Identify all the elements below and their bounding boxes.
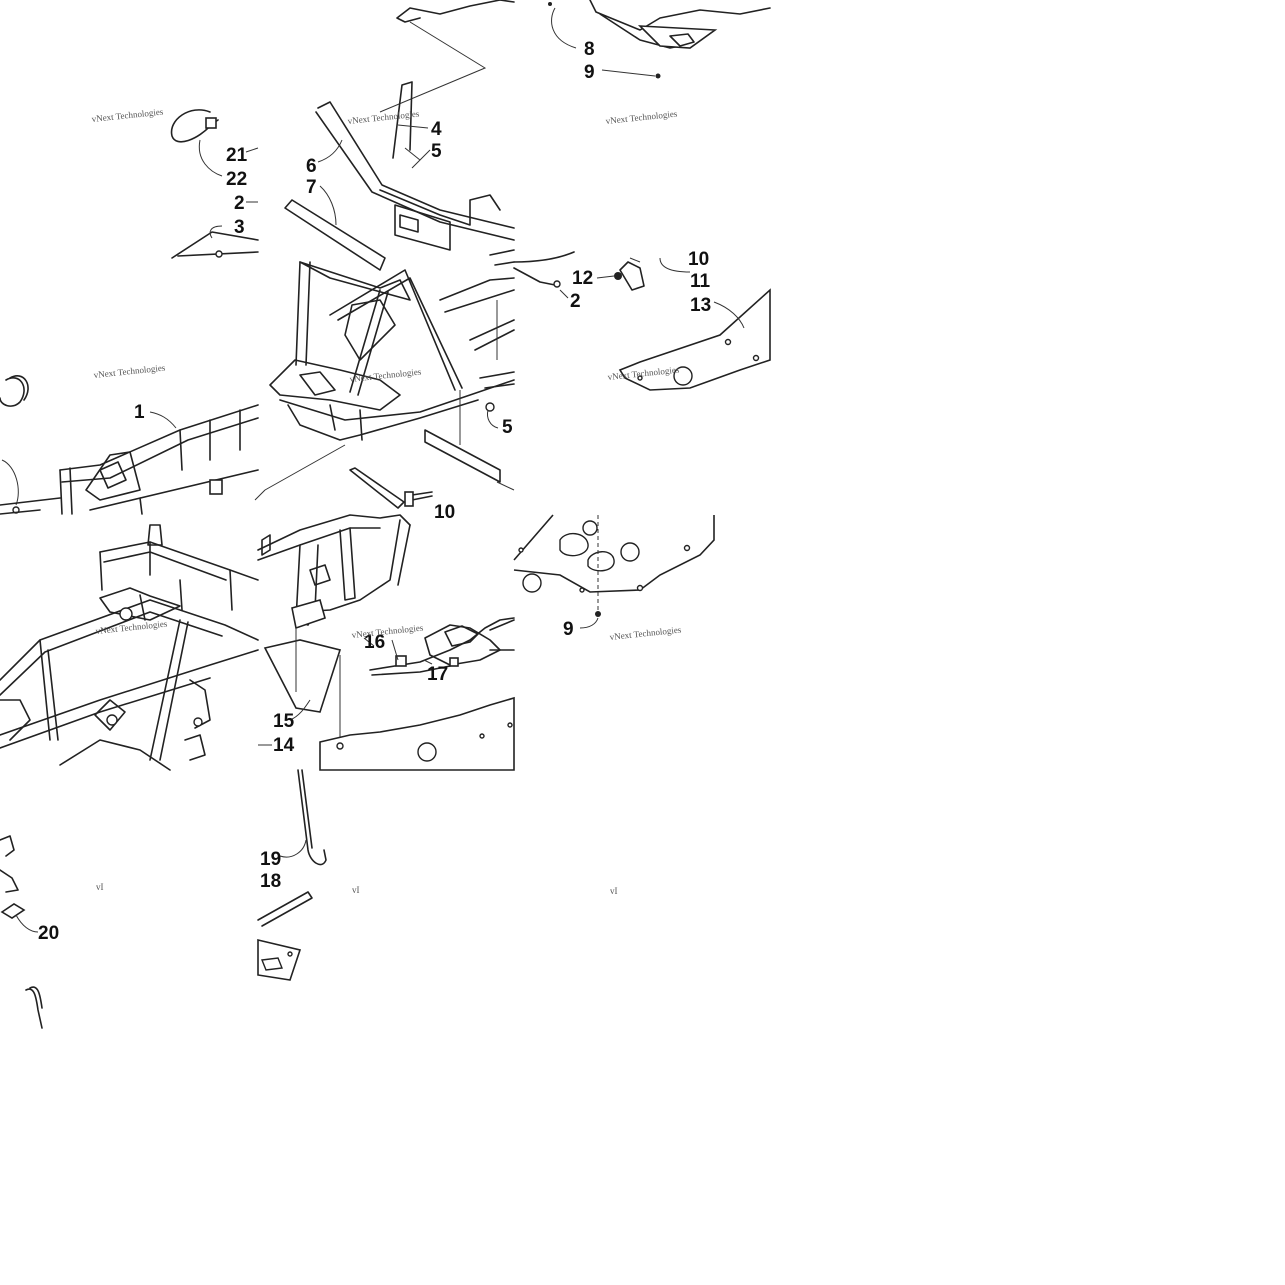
- callout-label: 18: [260, 871, 281, 892]
- callout-label: 22: [226, 169, 247, 190]
- lower-bracket-group: [0, 835, 43, 1029]
- callout-label: 11: [690, 271, 711, 292]
- rear-bumper-floor-assembly: [257, 467, 515, 771]
- callout-label: 3: [234, 217, 245, 238]
- watermark-text: vNext Technologies: [605, 108, 678, 126]
- rear-frame-assembly-top: [0, 375, 259, 515]
- floor-plate-9: [513, 514, 715, 629]
- watermark-text: vNext Technologies: [93, 362, 166, 380]
- callout-label: 13: [690, 295, 711, 316]
- watermark-text: vNext Technologies: [347, 108, 420, 126]
- watermark-text: vNext Technologies: [351, 622, 424, 640]
- callout-label: 9: [563, 619, 574, 640]
- callout-label: 5: [431, 141, 442, 162]
- callout-label: 10: [688, 249, 709, 270]
- callout-label: 7: [306, 177, 317, 198]
- callout-label: 2: [570, 291, 581, 312]
- callout-label: 16: [364, 632, 385, 653]
- callout-label: 21: [226, 145, 248, 166]
- callout-labels: 1 2 2 3 4 5 5 6 7 8 9 9 10 10 11 12 13 1…: [38, 39, 711, 944]
- rear-frame-assembly-main: [0, 524, 259, 771]
- skid-plate-upper: [548, 0, 771, 79]
- callout-label: 1: [134, 402, 145, 423]
- skid-plate-13: [513, 251, 771, 391]
- callout-label: 5: [502, 417, 513, 438]
- watermark-text: vNext Technologies: [91, 106, 164, 124]
- watermark-text: vNext Technologies: [609, 624, 682, 642]
- rod-and-plate-group: [257, 769, 327, 981]
- callout-label: 17: [427, 664, 448, 685]
- watermark-text: vI: [610, 886, 618, 896]
- watermark-text: vI: [96, 882, 104, 892]
- callout-label: 14: [273, 735, 295, 756]
- callout-label: 10: [434, 502, 455, 523]
- callout-label: 4: [431, 119, 442, 140]
- hose-clamp-group: [170, 109, 259, 259]
- callout-label: 15: [273, 711, 295, 732]
- callout-label: 19: [260, 849, 281, 870]
- callout-label: 20: [38, 923, 59, 944]
- watermark-text: vI: [352, 885, 360, 895]
- watermark-text: vNext Technologies: [349, 366, 422, 384]
- front-frame-assembly: [254, 0, 515, 501]
- callout-label: 6: [306, 156, 317, 177]
- callout-label: 8: [584, 39, 595, 60]
- callout-label: 2: [234, 193, 245, 214]
- watermarks: vNext Technologies vNext Technologies vN…: [91, 106, 682, 896]
- callout-label: 9: [584, 62, 595, 83]
- callout-label: 12: [572, 268, 593, 289]
- leader-lines: [289, 124, 499, 721]
- watermark-text: vNext Technologies: [95, 618, 168, 636]
